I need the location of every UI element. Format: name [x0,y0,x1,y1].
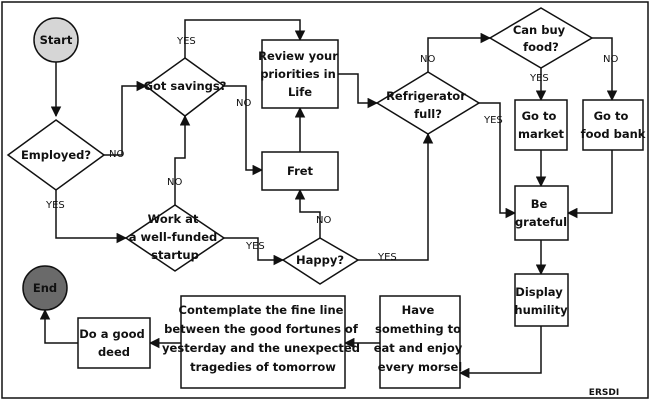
label-canbuy-no: NO [603,54,618,65]
have-line-1: Have [402,303,435,317]
contemplate-line-4: tragedies of tomorrow [190,360,336,374]
edges [39,19,618,379]
label-employed-yes: YES [45,200,65,211]
edge-deed-end [39,308,78,344]
fret-box [261,151,339,191]
end-label: End [33,281,57,295]
edge-happy-fret [294,188,321,238]
savings-label: Got savings? [144,79,227,93]
edge-startup-savings [174,114,191,205]
edge-foodbank-grateful [566,150,613,219]
label-happy-no: NO [316,215,331,226]
contemplate-line-2: between the good fortunes of [164,322,359,336]
have-label: Have something to eat and enjoy every mo… [374,303,467,374]
market-line-1: Go to [522,109,557,123]
label-fridge-yes: YES [483,115,503,126]
contemplate-line-1: Contemplate the fine line [179,303,344,317]
have-line-3: eat and enjoy [374,341,463,355]
review-box [261,39,339,109]
fridge-label: Refrigerator full? [386,89,470,121]
edge-canbuy-foodbank [592,37,618,102]
fridge-line-1: Refrigerator [386,89,466,103]
canbuy-line-2: food? [523,40,559,54]
edge-happy-fridge [358,132,434,261]
have-line-4: every morsel [378,360,462,374]
review-label: Review your priorities in Life [258,49,342,99]
foodbank-label: Go to food bank [581,109,646,141]
fridge-decision [375,71,481,135]
startup-line-2: a well-funded [129,230,218,244]
canbuy-line-1: Can buy [513,23,566,37]
humility-line-2: humility [514,303,568,317]
edge-employed-startup [55,190,128,244]
market-box [514,99,568,151]
label-savings-no: NO [236,98,251,109]
humility-box [514,273,569,327]
startup-line-3: startup [151,248,199,262]
humility-label: Display humility [514,285,568,317]
deed-box [77,317,151,369]
label-happy-yes: YES [377,252,397,263]
contemplate-line-3: yesterday and the unexpected [162,341,360,355]
savings-decision [144,57,226,117]
artist-signature: ERSDI [589,388,619,398]
grateful-box [514,185,569,241]
label-startup-no: NO [167,177,182,188]
foodbank-box [582,99,644,151]
market-label: Go to market [518,109,565,141]
have-line-2: something to [375,322,461,336]
label-fridge-no: NO [420,54,435,65]
happy-decision [281,237,360,285]
employed-label: Employed? [21,148,91,162]
contemplate-label: Contemplate the fine line between the go… [162,303,364,374]
startup-process [124,204,226,272]
deed-label: Do a good deed [79,327,149,359]
edge-fridge-grateful [479,102,517,219]
market-line-2: market [518,127,565,141]
edge-savings-review [184,19,306,58]
edge-humility-have [458,326,542,379]
fret-label: Fret [287,164,314,178]
startup-label: Work at a well-funded startup [129,212,222,262]
startup-line-1: Work at [148,212,199,226]
canbuy-label: Can buy food? [513,23,569,54]
fridge-line-2: full? [414,107,442,121]
review-line-1: Review your [258,49,338,63]
edge-employed-savings [104,80,148,156]
label-canbuy-yes: YES [529,73,549,84]
review-line-2: priorities in [260,67,336,81]
label-employed-no: NO [109,149,124,160]
label-savings-yes: YES [176,36,196,47]
have-box [379,295,461,389]
review-line-3: Life [288,85,312,99]
edge-savings-fret [224,85,264,176]
canbuy-decision [488,7,594,69]
edge-fridge-canbuy [427,32,492,72]
end-node [22,265,68,311]
deed-line-1: Do a good [79,327,144,341]
start-node [33,17,79,63]
start-label: Start [40,33,73,47]
employed-decision [6,119,106,191]
grateful-line-1: Be [531,197,548,211]
grateful-line-2: grateful [515,215,567,229]
edge-startup-happy [224,237,285,266]
grateful-label: Be grateful [515,197,567,229]
happy-label: Happy? [296,253,344,267]
contemplate-box [180,295,346,389]
deed-line-2: deed [98,345,130,359]
humility-line-1: Display [515,285,563,299]
foodbank-line-1: Go to [594,109,629,123]
foodbank-line-2: food bank [581,127,646,141]
label-startup-yes: YES [245,241,265,252]
edge-review-fridge [338,73,379,109]
